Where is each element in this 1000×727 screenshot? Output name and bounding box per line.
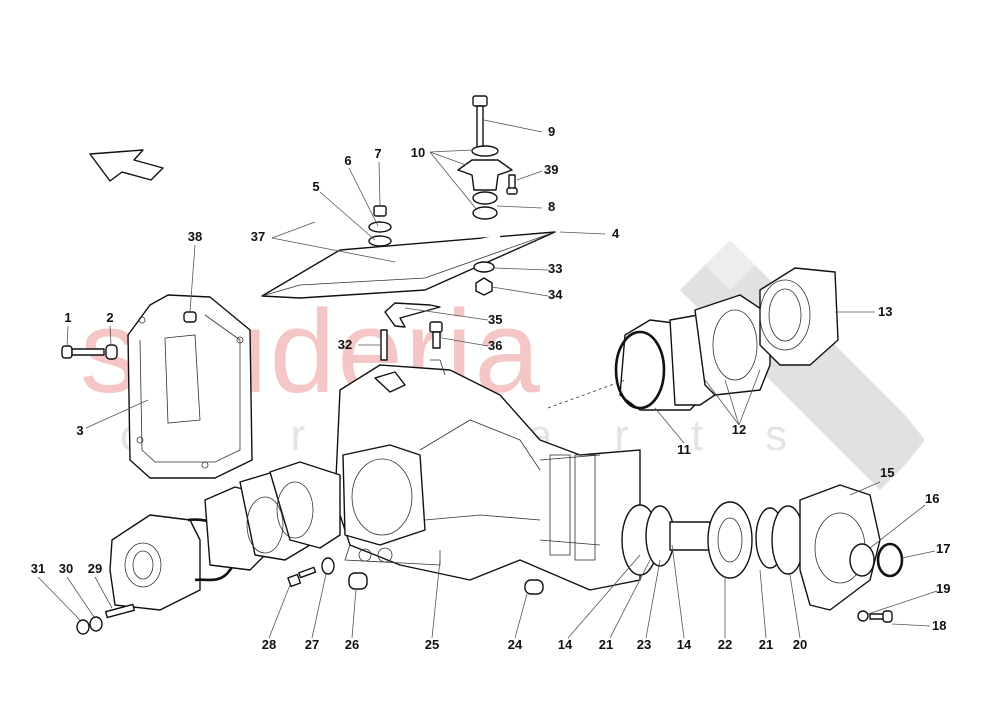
part-label-6[interactable]: 6 [344,153,351,168]
part-label-19[interactable]: 19 [936,581,950,596]
bracket-35 [384,302,441,328]
washer-2 [105,344,118,360]
breather-36 [429,321,443,349]
part-label-39[interactable]: 39 [544,162,558,177]
left-shims [204,461,341,571]
part-label-16[interactable]: 16 [925,491,939,506]
part-label-25[interactable]: 25 [425,637,439,652]
part-label-26[interactable]: 26 [345,637,359,652]
part-label-35[interactable]: 35 [488,312,502,327]
part-label-24[interactable]: 24 [508,637,523,652]
part-label-14a[interactable]: 14 [558,637,573,652]
nut-16 [849,543,875,577]
part-label-36[interactable]: 36 [488,338,502,353]
end-housing-15 [799,484,881,611]
leader-lines [37,119,938,639]
part-label-32[interactable]: 32 [338,337,352,352]
dowel-38 [183,311,197,323]
part-label-33[interactable]: 33 [548,261,562,276]
washer-30 [89,616,103,632]
rod-37a [309,195,356,225]
seal-27 [321,557,335,575]
part-label-34[interactable]: 34 [548,287,563,302]
part-label-31[interactable]: 31 [31,561,45,576]
plug-26 [348,572,368,590]
part-label-23[interactable]: 23 [637,637,651,652]
washer-19 [857,610,869,622]
bolt-39 [506,174,518,195]
part-label-1[interactable]: 1 [64,310,71,325]
rod-37b [394,234,501,264]
washer-33 [473,261,495,273]
part-label-28[interactable]: 28 [262,637,276,652]
seal-17 [876,542,904,578]
main-housing-25 [334,359,641,591]
part-label-4[interactable]: 4 [612,226,620,241]
part-label-38[interactable]: 38 [188,229,202,244]
part-label-27[interactable]: 27 [305,637,319,652]
part-label-3[interactable]: 3 [76,423,83,438]
side-cover-3 [127,294,253,479]
part-label-17[interactable]: 17 [936,541,950,556]
rubber-mount-10 [457,145,513,220]
part-label-5[interactable]: 5 [312,179,319,194]
part-label-14b[interactable]: 14 [677,637,692,652]
part-label-21a[interactable]: 21 [599,637,613,652]
part-label-8[interactable]: 8 [548,199,555,214]
plug-24 [524,579,544,595]
bolt-18 [869,610,893,623]
direction-arrow-icon [89,149,164,182]
part-label-7[interactable]: 7 [374,146,381,161]
washer-5 [368,235,392,247]
washer-6 [368,221,392,233]
axis-line-right [547,379,626,409]
left-flange-housing [109,514,201,611]
part-label-9[interactable]: 9 [548,124,555,139]
part-labels: 1 2 3 4 5 6 7 8 9 10 11 12 13 14 14 15 1… [31,124,951,652]
part-label-29[interactable]: 29 [88,561,102,576]
part-label-30[interactable]: 30 [59,561,73,576]
nut-34 [475,277,493,296]
mount-plate-assembly [261,95,556,299]
part-label-12[interactable]: 12 [732,422,746,437]
stud-29 [105,603,135,619]
part-label-13[interactable]: 13 [878,304,892,319]
part-label-15[interactable]: 15 [880,465,894,480]
part-label-18[interactable]: 18 [932,618,946,633]
part-label-21b[interactable]: 21 [759,637,773,652]
part-label-2[interactable]: 2 [106,310,113,325]
shims-12 [669,294,771,406]
housing-13 [759,267,839,366]
part-label-10[interactable]: 10 [411,145,425,160]
bolt-9 [472,95,488,149]
part-label-37[interactable]: 37 [251,229,265,244]
nut-7 [373,205,387,217]
nut-31 [76,619,90,635]
part-label-11[interactable]: 11 [677,442,691,457]
bolt-1 [61,345,105,359]
sensor-28 [287,566,317,588]
shaft-bearing-assembly [621,501,805,579]
part-label-20[interactable]: 20 [793,637,807,652]
part-label-22[interactable]: 22 [718,637,732,652]
